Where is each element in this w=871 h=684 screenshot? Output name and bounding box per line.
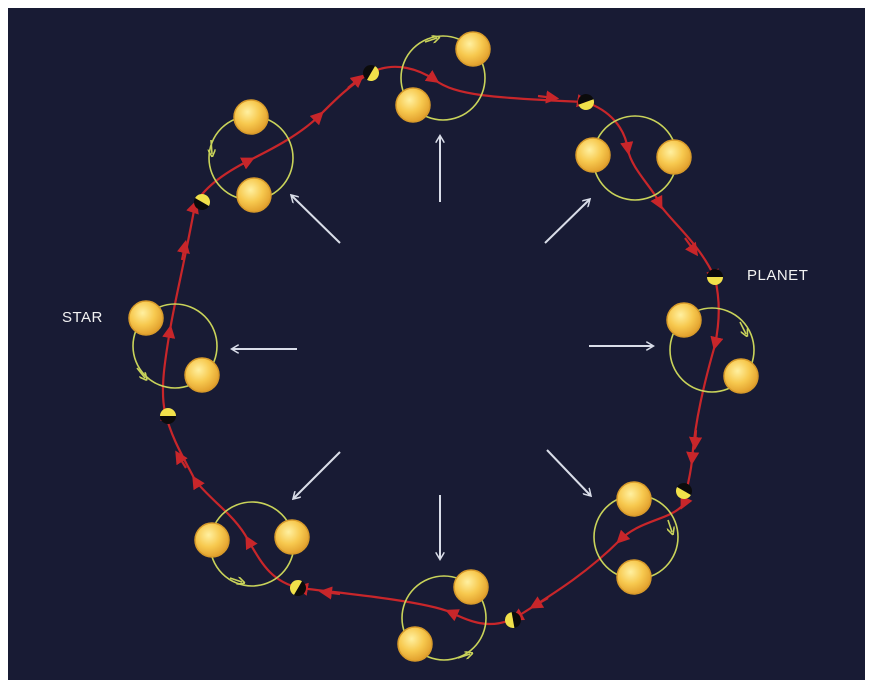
planet-label: PLANET — [747, 267, 808, 284]
star-icon — [185, 358, 219, 392]
star-icon — [396, 88, 430, 122]
star-icon — [195, 523, 229, 557]
star-icon — [129, 301, 163, 335]
star-icon — [617, 560, 651, 594]
star-icon — [234, 100, 268, 134]
star-icon — [237, 178, 271, 212]
diagram-background — [8, 8, 865, 680]
planet-icon — [707, 269, 723, 285]
path-arrow-4 — [695, 430, 696, 445]
orbit-arrow-icon — [211, 140, 212, 154]
star-icon — [657, 140, 691, 174]
star-icon — [724, 359, 758, 393]
star-icon — [667, 303, 701, 337]
star-icon — [617, 482, 651, 516]
star-icon — [576, 138, 610, 172]
star-icon — [456, 32, 490, 66]
star-icon — [275, 520, 309, 554]
planet-icon — [160, 408, 176, 424]
star-icon — [454, 570, 488, 604]
star-icon — [398, 627, 432, 661]
star-label: STAR — [62, 309, 103, 326]
